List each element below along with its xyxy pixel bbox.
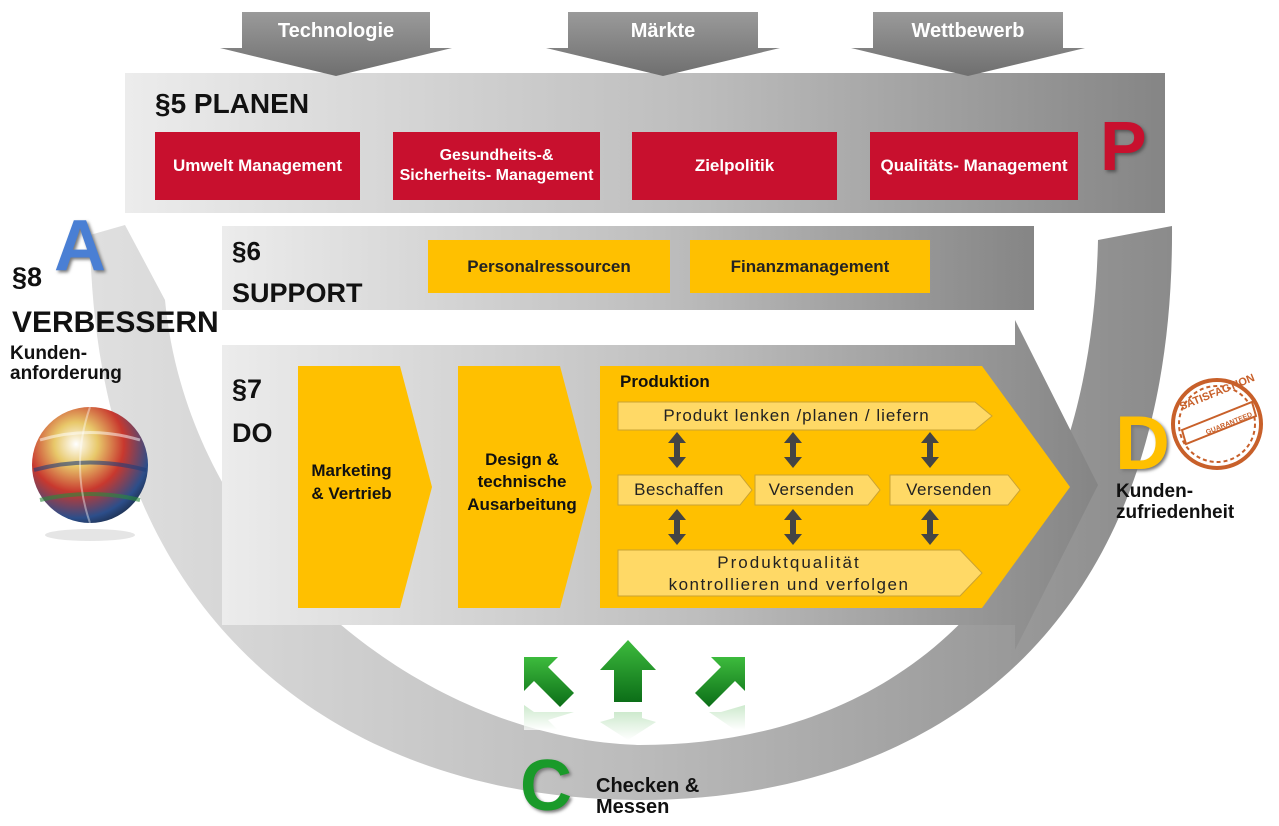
prod-mid-shape-2 [754, 474, 881, 506]
double-arrow-icon [921, 432, 939, 468]
input-label-maerkte: Märkte [630, 19, 696, 42]
double-arrow-icon [668, 509, 686, 545]
input-label-technologie: Technologie [277, 19, 395, 42]
double-arrows [668, 432, 939, 545]
prod-bottom-shape [617, 549, 983, 597]
step-label-marketing: Marketing & Vertrieb [311, 461, 392, 503]
plan-title: §5 PLANEN [155, 88, 310, 119]
improve-title-num: §8 [12, 262, 43, 292]
improve-caption: Kunden- anforderung [10, 343, 122, 384]
satisfaction-stamp-icon [1171, 378, 1263, 470]
green-arrow-icon [695, 657, 745, 707]
plan-box-umwelt: Umwelt Management [155, 132, 360, 200]
support-box-personal: Personalressourcen [428, 240, 670, 293]
green-arrow-icon [600, 640, 656, 702]
double-arrow-icon [784, 509, 802, 545]
satisfaction-letter: D [1115, 401, 1170, 486]
plan-box-qualitaet: Qualitäts- Management [870, 132, 1078, 200]
input-arrow-wettbewerb [851, 12, 1085, 76]
production-step-top: Produkt lenken /planen / liefern [663, 405, 930, 425]
step-chevron-marketing [298, 366, 432, 608]
do-title-word: DO [232, 418, 273, 448]
support-title-num: §6 [232, 236, 261, 266]
check-caption-2: Messen [596, 796, 670, 818]
input-arrow-technologie [220, 12, 452, 76]
check-caption-1: Checken & [596, 775, 700, 797]
production-step-beschaffen: Beschaffen [634, 479, 724, 499]
check-letter: C [520, 746, 572, 826]
plan-letter: P [1100, 107, 1147, 185]
double-arrow-icon [921, 509, 939, 545]
double-arrow-icon [784, 432, 802, 468]
input-label-wettbewerb: Wettbewerb [911, 19, 1025, 42]
step-chevron-design [458, 366, 592, 608]
cycle-arc [90, 225, 1173, 800]
improve-letter: A [54, 206, 106, 286]
green-arrow-icon [524, 657, 574, 707]
improve-title-word: VERBESSERN [12, 306, 219, 339]
production-step-quality-line2: kontrollieren und verfolgen [668, 574, 910, 594]
production-step-versenden-1: Versenden [768, 479, 855, 499]
globe-icon [32, 406, 148, 541]
check-arrows [524, 640, 745, 740]
double-arrow-icon [668, 432, 686, 468]
prod-mid-shape-1 [617, 474, 753, 506]
step-label-design: Design & technische Ausarbeitung [467, 450, 577, 514]
satisfaction-caption-1: Kunden- [1116, 481, 1194, 502]
plan-box-gesundheit: Gesundheits-& Sicherheits- Management [393, 132, 600, 200]
production-step-quality-line1: Produktqualität [717, 552, 861, 572]
plan-box-zielpolitik: Zielpolitik [632, 132, 837, 200]
production-step-versenden-2: Versenden [906, 479, 992, 499]
production-title: Produktion [620, 372, 710, 391]
do-title-num: §7 [232, 374, 263, 404]
support-title-word: SUPPORT [232, 278, 363, 308]
support-box-finanz: Finanzmanagement [690, 240, 930, 293]
input-arrow-maerkte [546, 12, 780, 76]
prod-mid-shape-3 [889, 474, 1021, 506]
prod-top-shape [617, 401, 993, 431]
satisfaction-caption-2: zufriedenheit [1116, 502, 1235, 523]
